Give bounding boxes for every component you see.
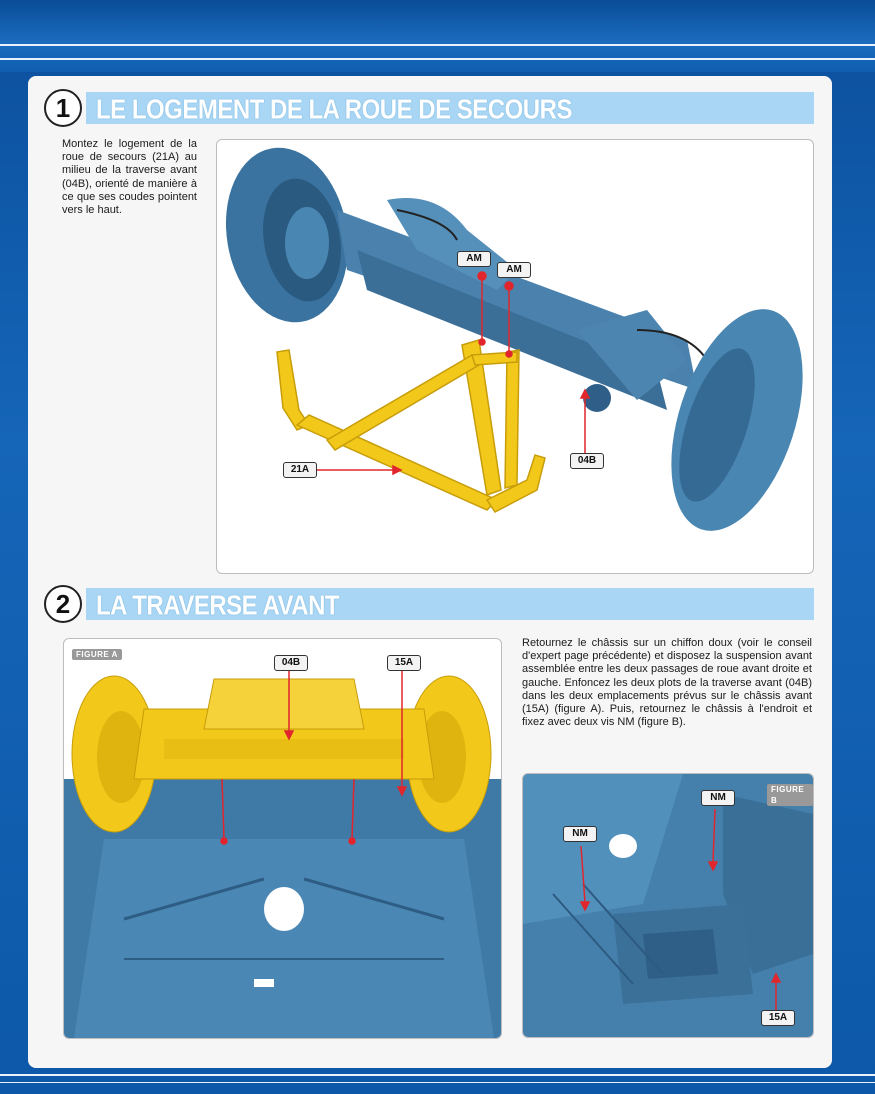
section-title: LE LOGEMENT DE LA ROUE DE SECOURS: [96, 94, 572, 126]
top-stripe: [0, 44, 875, 46]
spare-wheel-illustration: [225, 147, 803, 531]
figure-a-label: FIGURE A: [72, 649, 122, 660]
part-label-am-2: AM: [497, 262, 531, 278]
section-2-header: 2 LA TRAVERSE AVANT: [44, 585, 814, 625]
section-title: LA TRAVERSE AVANT: [96, 590, 340, 622]
bottom-stripe-2: [0, 1082, 875, 1083]
bottom-stripe: [0, 1074, 875, 1076]
front-crossmember-illustration: [64, 669, 501, 1038]
chassis-screws-illustration: [523, 774, 813, 1037]
step-number: 2: [44, 585, 82, 623]
section-header-bar: [86, 92, 814, 124]
section-header-bar: [86, 588, 814, 620]
part-label-21a: 21A: [283, 462, 317, 478]
part-label-nm-1: NM: [701, 790, 735, 806]
part-label-15a: 15A: [761, 1010, 795, 1026]
figure-a: FIGURE A 04B 15A: [63, 638, 502, 1039]
section-2-instructions: Retournez le châssis sur un chiffon doux…: [522, 637, 812, 729]
figure-b: FIGURE B NM NM 15A: [522, 773, 814, 1038]
step-number: 1: [44, 89, 82, 127]
part-label-am-1: AM: [457, 251, 491, 267]
top-stripe-2: [0, 58, 875, 60]
section-1-instructions: Montez le logement de la roue de secours…: [62, 138, 197, 217]
top-band: [0, 0, 875, 72]
part-label-nm-2: NM: [563, 826, 597, 842]
part-label-04b: 04B: [274, 655, 308, 671]
figure-b-label: FIGURE B: [767, 784, 813, 806]
spare-wheel-figure: AM AM 21A 04B: [216, 139, 814, 574]
part-label-15a: 15A: [387, 655, 421, 671]
part-label-04b: 04B: [570, 453, 604, 469]
section-1-header: 1 LE LOGEMENT DE LA ROUE DE SECOURS: [44, 89, 814, 129]
